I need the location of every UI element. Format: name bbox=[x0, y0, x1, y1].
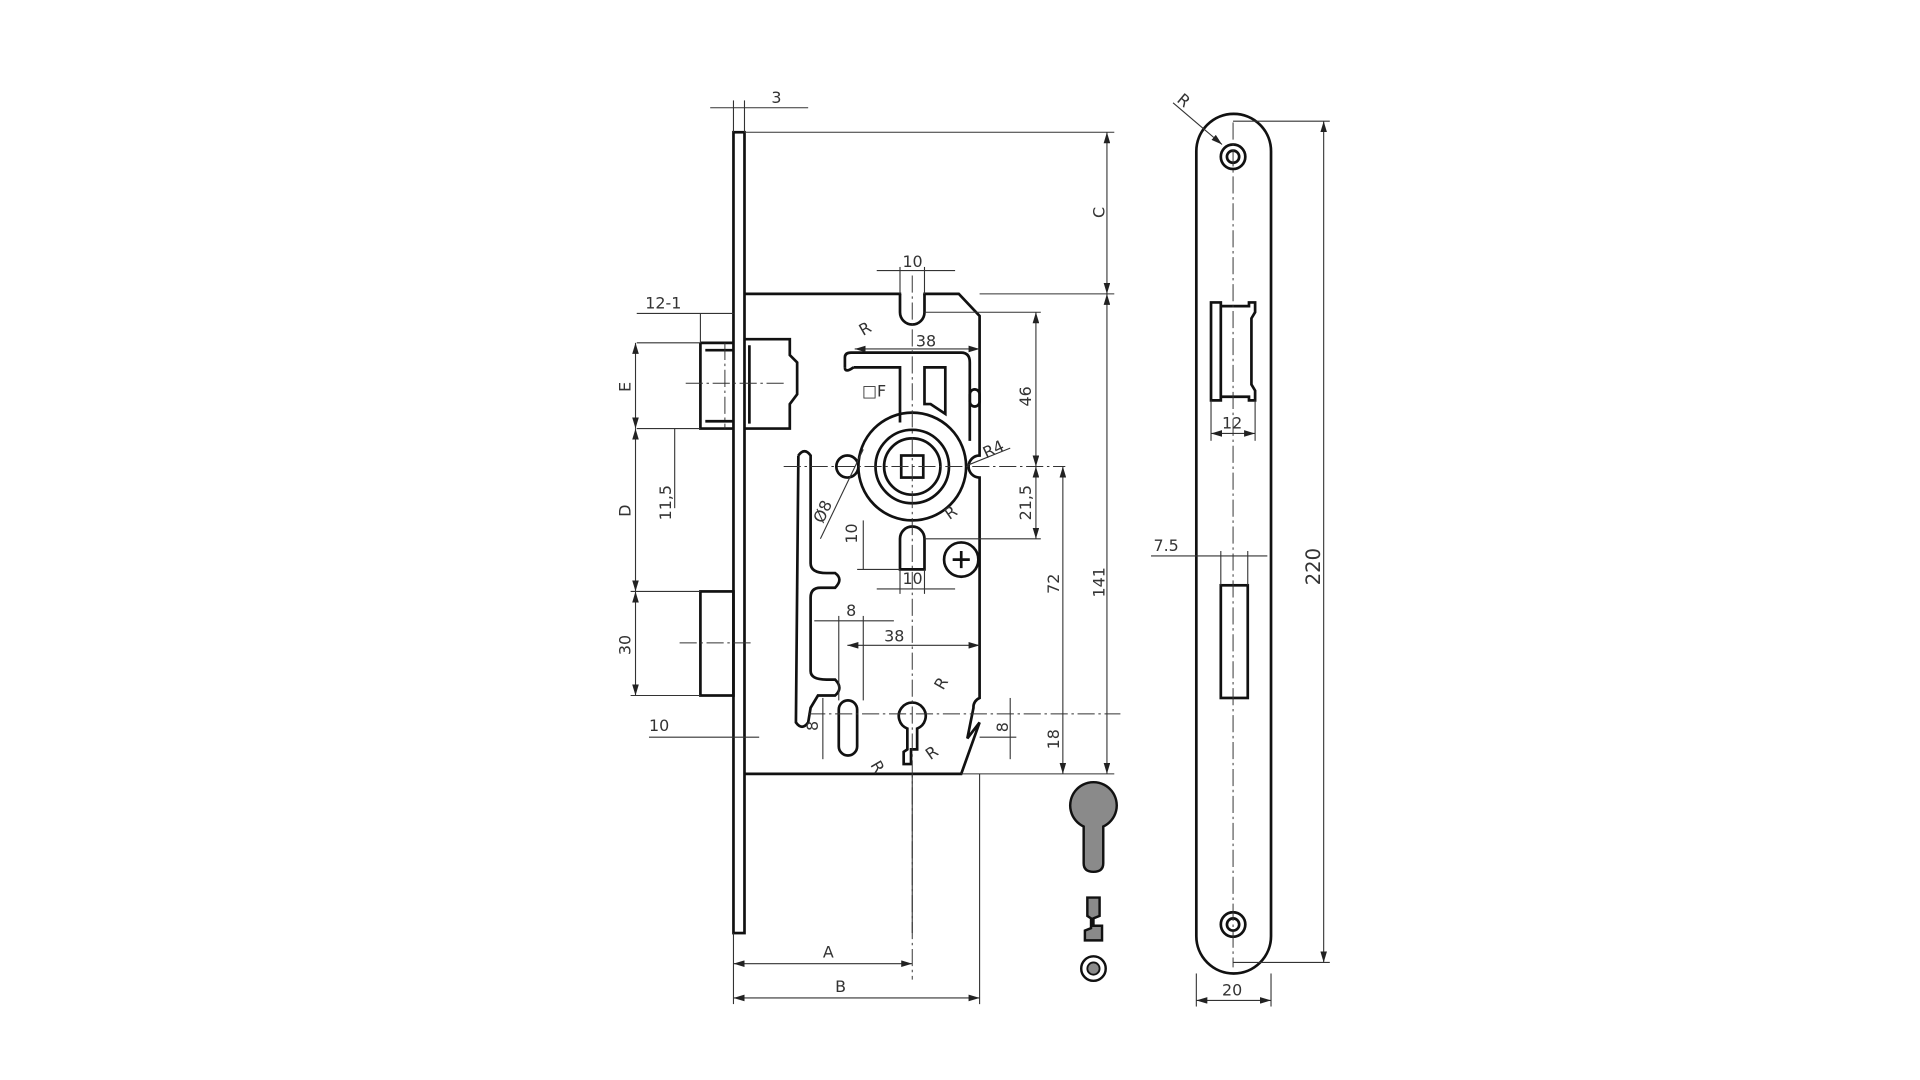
dim-front-latch-width: 12 bbox=[1222, 414, 1242, 433]
dimension-labels: 3 12-1 E D 11,5 30 10 C 10 R 38 □F 46 R4… bbox=[616, 88, 1109, 996]
dim-latch-projection: 12-1 bbox=[645, 294, 681, 313]
dim-bolt-height: 30 bbox=[616, 635, 635, 655]
dim-front-width: 20 bbox=[1222, 981, 1242, 1000]
dim-18: 18 bbox=[1044, 729, 1063, 749]
dim-R-mid: R bbox=[941, 501, 961, 523]
latch-front bbox=[1209, 301, 1257, 402]
dim-front-R: R bbox=[1173, 90, 1194, 112]
side-view bbox=[679, 130, 1121, 980]
dim-R-keyhole: R bbox=[930, 674, 952, 693]
faceplate bbox=[732, 130, 746, 935]
dim-8-left: 8 bbox=[803, 721, 822, 731]
bottom-cam-slot bbox=[898, 525, 926, 571]
latch bbox=[685, 337, 799, 430]
dim-A: A bbox=[823, 943, 834, 962]
cylinder-profiles bbox=[1069, 780, 1118, 983]
dim-141: 141 bbox=[1089, 567, 1108, 597]
dim-square-F: □F bbox=[862, 382, 886, 401]
round-profile-inner bbox=[1086, 961, 1101, 976]
euro-cylinder-profile bbox=[1069, 780, 1118, 874]
screw-icon bbox=[942, 541, 980, 579]
dim-8-top: 8 bbox=[846, 601, 856, 620]
dim-D: D bbox=[616, 504, 635, 516]
dim-E: E bbox=[616, 382, 635, 392]
dim-10-bottom: 10 bbox=[902, 569, 922, 588]
keyhole bbox=[897, 701, 928, 766]
deadbolt bbox=[699, 590, 735, 697]
dim-72: 72 bbox=[1044, 574, 1063, 594]
dim-R-top: R bbox=[856, 318, 875, 340]
dim-38-bottom: 38 bbox=[884, 627, 904, 646]
dim-phi8: Ø8 bbox=[809, 497, 836, 526]
round-profile-outer bbox=[1080, 955, 1107, 983]
key-profile bbox=[1083, 896, 1104, 942]
dim-11-5: 11,5 bbox=[656, 485, 675, 520]
front-view: R 12 7.5 220 20 bbox=[1151, 90, 1330, 1007]
dim-8-right: 8 bbox=[993, 722, 1012, 732]
dim-38-top: 38 bbox=[916, 332, 936, 351]
dim-cam-width-top: 10 bbox=[902, 252, 922, 271]
dim-C: C bbox=[1089, 207, 1108, 218]
dim-front-height: 220 bbox=[1302, 548, 1325, 585]
dim-B: B bbox=[835, 977, 846, 996]
lock-case-outline bbox=[744, 292, 981, 776]
faceplate-front bbox=[1194, 112, 1273, 975]
dim-bolt-projection: 10 bbox=[649, 716, 669, 735]
bolt-front bbox=[1219, 583, 1250, 700]
oval-slot bbox=[837, 699, 859, 757]
follower bbox=[834, 351, 981, 522]
dim-R-lower: R bbox=[922, 742, 942, 764]
guide-slot bbox=[794, 449, 841, 729]
dim-front-offset: 7.5 bbox=[1153, 536, 1178, 555]
dimension-lines bbox=[630, 100, 1115, 1005]
dim-faceplate-thickness: 3 bbox=[771, 88, 781, 107]
dim-21-5: 21,5 bbox=[1016, 485, 1035, 520]
dim-46: 46 bbox=[1016, 386, 1035, 406]
dim-10-vertical: 10 bbox=[842, 523, 861, 543]
